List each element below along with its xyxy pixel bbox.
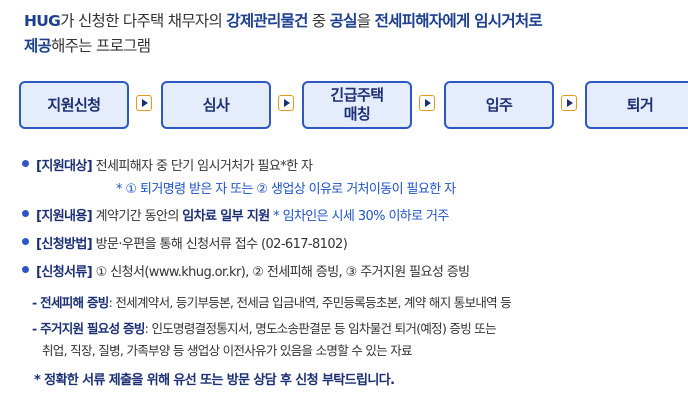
sub-housing-proof-text: : 인도명령결정통지서, 명도소송판결문 등 임차물건 퇴거(예정) 증빙 또는 <box>144 321 497 336</box>
step-move-in: 입주 <box>444 81 554 129</box>
arrow-right-icon <box>561 95 577 111</box>
intro-text-2: 중 <box>307 12 330 30</box>
bullet-icon <box>22 266 29 273</box>
item-documents: [신청서류] ① 신청서(www.khug.or.kr), ② 전세피해 증빙,… <box>22 261 470 280</box>
bullet-icon <box>22 210 29 217</box>
step-matching-label-2: 매칭 <box>343 105 371 123</box>
sub-housing-proof-label: - 주거지원 필요성 증빙 <box>32 321 145 336</box>
intro-line-2: 제공해주는 프로그램 <box>24 34 674 59</box>
arrow-right-icon <box>278 95 294 111</box>
target-text: 전세피해자 중 단기 임시거처가 필요*한 자 <box>92 159 313 174</box>
content-label: [지원내용] <box>36 209 93 224</box>
intro-text-4: 해주는 프로그램 <box>51 37 151 55</box>
intro-hug: HUG <box>24 12 61 30</box>
step-review: 심사 <box>161 81 271 129</box>
step-matching-label-1: 긴급주택 <box>330 86 384 104</box>
documents-label: [신청서류] <box>36 265 93 280</box>
intro-line-1: HUG가 신청한 다주택 채무자의 강제관리물건 중 공실을 전세피해자에게 임… <box>24 9 674 34</box>
sub-damage-proof-label: - 전세피해 증빙 <box>32 295 109 310</box>
step-apply: 지원신청 <box>19 81 129 129</box>
intro-temporary-housing: 전세피해자에게 임시거처로 <box>374 12 543 30</box>
step-move-out-label: 퇴거 <box>626 95 654 114</box>
arrow-right-icon <box>419 95 435 111</box>
content-note: * 임차인은 시세 30% 이하로 거주 <box>269 209 449 224</box>
target-label: [지원대상] <box>36 159 93 174</box>
step-apply-label: 지원신청 <box>47 95 101 114</box>
program-description: HUG가 신청한 다주택 채무자의 강제관리물건 중 공실을 전세피해자에게 임… <box>24 9 674 59</box>
documents-text: ① 신청서(www.khug.or.kr), ② 전세피해 증빙, ③ 주거지원… <box>92 265 470 280</box>
sub-damage-proof-text: : 전세계약서, 등기부등본, 전세금 입금내역, 주민등록등초본, 계약 해지… <box>108 295 512 310</box>
step-move-in-label: 입주 <box>485 95 513 114</box>
sub-damage-proof: - 전세피해 증빙: 전세계약서, 등기부등본, 전세금 입금내역, 주민등록등… <box>32 292 512 311</box>
item-target: [지원대상] 전세피해자 중 단기 임시거처가 필요*한 자 <box>22 155 313 174</box>
content-text: 계약기간 동안의 <box>92 209 183 224</box>
step-matching: 긴급주택 매칭 <box>302 81 412 129</box>
step-move-out: 퇴거 <box>585 81 688 129</box>
final-note: * 정확한 서류 제출을 위해 유선 또는 방문 상담 후 신청 부탁드립니다. <box>34 373 395 388</box>
item-method: [신청방법] 방문·우편을 통해 신청서류 접수 (02-617-8102) <box>22 233 348 252</box>
content-strong: 임차료 일부 지원 <box>182 209 270 224</box>
intro-provide: 제공 <box>24 37 52 55</box>
target-note: * ① 퇴거명령 받은 자 또는 ② 생업상 이유로 거처이동이 필요한 자 <box>116 182 456 197</box>
intro-vacancy: 공실 <box>329 12 358 30</box>
bullet-icon <box>22 160 29 167</box>
method-text: 방문·우편을 통해 신청서류 접수 (02-617-8102) <box>92 237 348 252</box>
step-review-label: 심사 <box>202 95 230 114</box>
item-content: [지원내용] 계약기간 동안의 임차료 일부 지원 * 임차인은 시세 30% … <box>22 205 449 224</box>
intro-text-3: 을 <box>356 12 375 30</box>
sub-housing-proof-cont: 취업, 직장, 질병, 가족부양 등 생업상 이전사유가 있음을 소명할 수 있… <box>42 343 413 358</box>
method-label: [신청방법] <box>36 237 93 252</box>
process-flow: 지원신청 심사 긴급주택 매칭 입주 퇴거 <box>19 81 688 131</box>
sub-housing-proof: - 주거지원 필요성 증빙: 인도명령결정통지서, 명도소송판결문 등 임차물건… <box>32 318 497 337</box>
intro-managed-property: 강제관리물건 <box>226 12 308 30</box>
intro-text-1: 가 신청한 다주택 채무자의 <box>60 12 227 30</box>
arrow-right-icon <box>136 95 152 111</box>
bullet-icon <box>22 238 29 245</box>
